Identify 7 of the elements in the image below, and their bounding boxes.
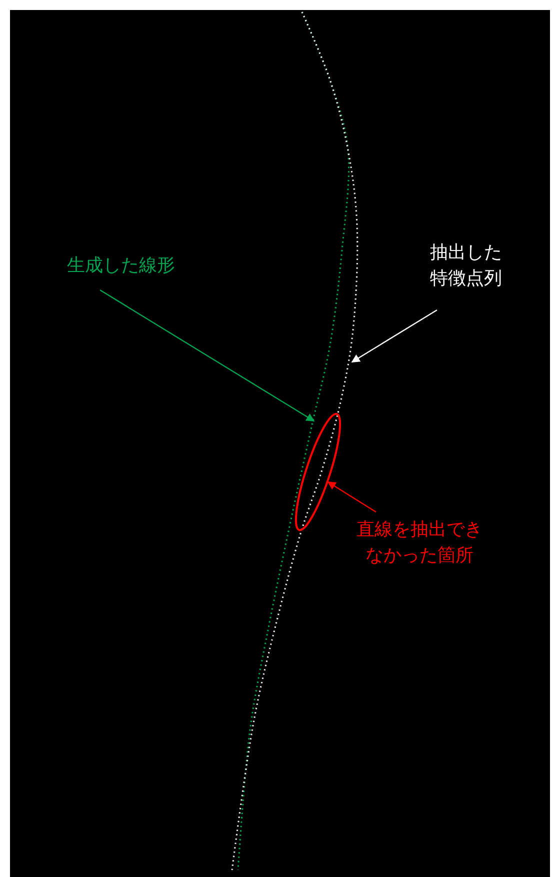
annotation-label: 直線を抽出できなかった箇所 [352, 517, 487, 569]
annotation-label: 生成した線形 [46, 253, 196, 279]
highlight-ellipse [294, 412, 342, 532]
leader-arrow [351, 309, 438, 363]
annotation-label: 抽出した特徴点列 [426, 240, 506, 292]
leader-arrow [100, 289, 315, 422]
leader-arrow [327, 482, 376, 512]
